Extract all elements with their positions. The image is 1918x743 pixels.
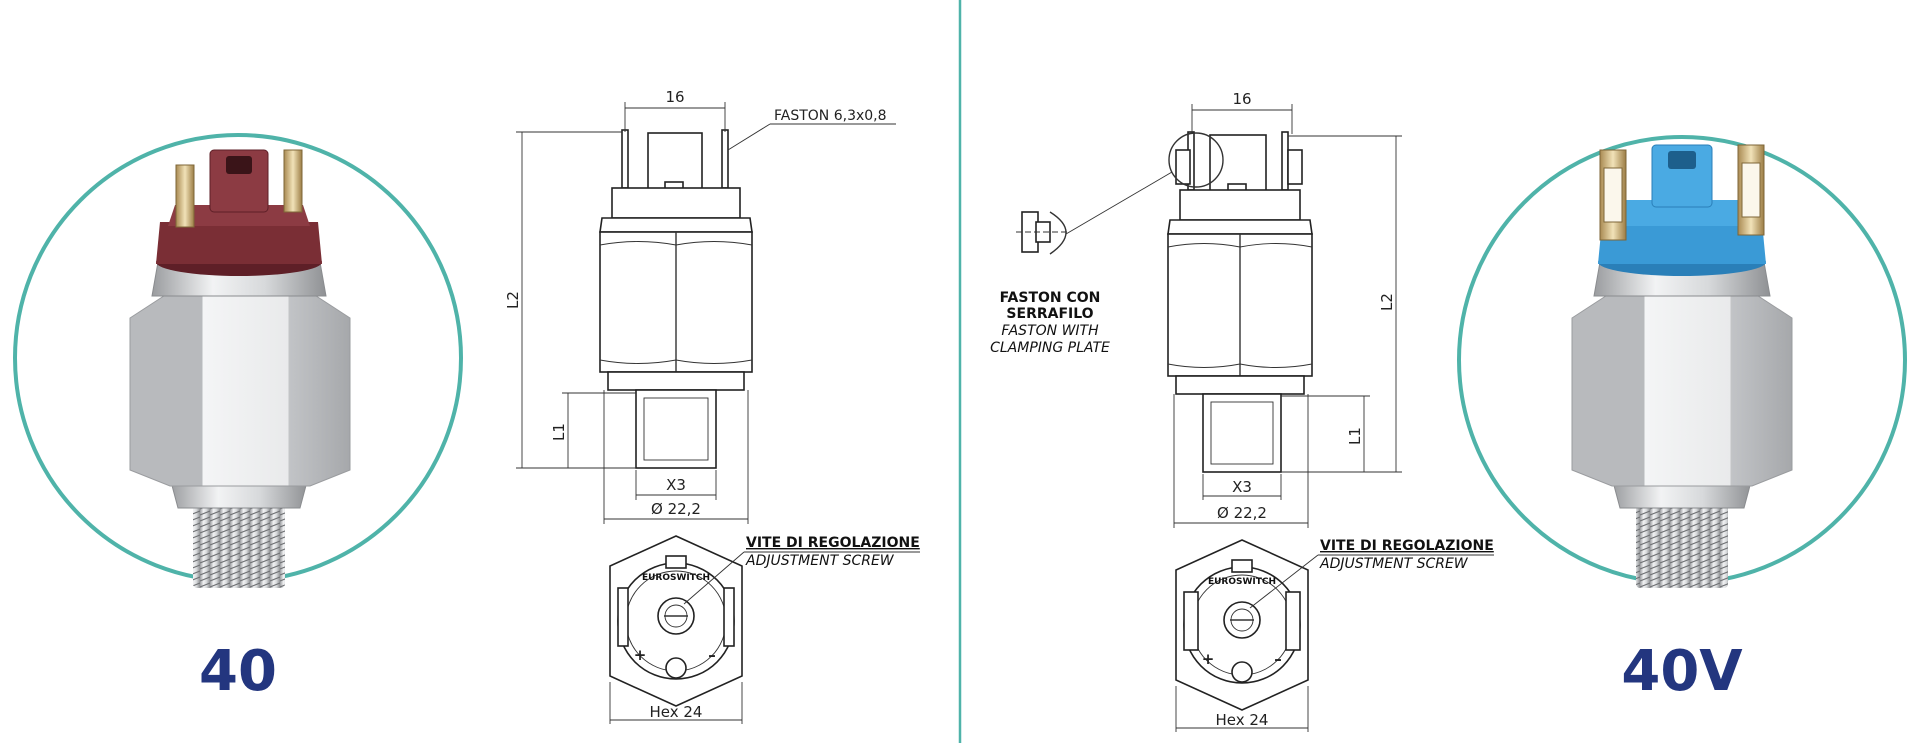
left-technical-drawing: 16 FASTON 6,3x0,8 L2 L1 X3 Ø 22,2 [504,88,920,724]
right-dim-width: 16 [1232,90,1251,108]
right-dim-diameter: Ø 22,2 [1217,504,1267,522]
right-brand-mark: EUROSWITCH [1208,577,1276,587]
left-dim-l1: L1 [550,423,568,441]
left-screw-subtitle: ADJUSTMENT SCREW [745,553,895,569]
right-plus-sign: + [1202,650,1215,668]
left-screw-title: VITE DI REGOLAZIONE [746,535,920,551]
right-detail-circle [1168,132,1224,188]
left-dim-hex: Hex 24 [650,703,703,721]
right-dim-l1: L1 [1346,427,1364,445]
left-faston-note: FASTON 6,3x0,8 [774,108,887,124]
right-minus-sign: – [1274,650,1282,668]
left-brand-mark: EUROSWITCH [642,573,710,583]
right-product-photo [1457,135,1907,588]
right-dim-thread: X3 [1232,478,1252,496]
left-photo-terminal-right [283,149,303,213]
right-screw-subtitle: ADJUSTMENT SCREW [1319,556,1469,572]
right-technical-drawing: FASTON CON SERRAFILO FASTON WITH CLAMPIN… [990,90,1494,732]
left-photo-terminal-left [175,164,195,228]
left-dim-width: 16 [665,88,684,106]
right-faston-sub-2: CLAMPING PLATE [990,340,1110,356]
right-faston-sub-1: FASTON WITH [1001,323,1099,339]
left-dim-thread: X3 [666,476,686,494]
left-minus-sign: – [708,646,716,664]
left-dim-l2: L2 [504,291,522,309]
right-faston-title-1: FASTON CON [1000,290,1101,306]
right-faston-title-2: SERRAFILO [1006,306,1093,322]
left-dim-diameter: Ø 22,2 [651,500,701,518]
left-model-label: 40 [199,639,277,704]
right-screw-title: VITE DI REGOLAZIONE [1320,538,1494,554]
right-model-label: 40V [1621,639,1743,704]
left-product-photo [13,133,463,588]
right-dim-l2: L2 [1378,293,1396,311]
left-plus-sign: + [634,646,647,664]
right-dim-hex: Hex 24 [1216,711,1269,729]
